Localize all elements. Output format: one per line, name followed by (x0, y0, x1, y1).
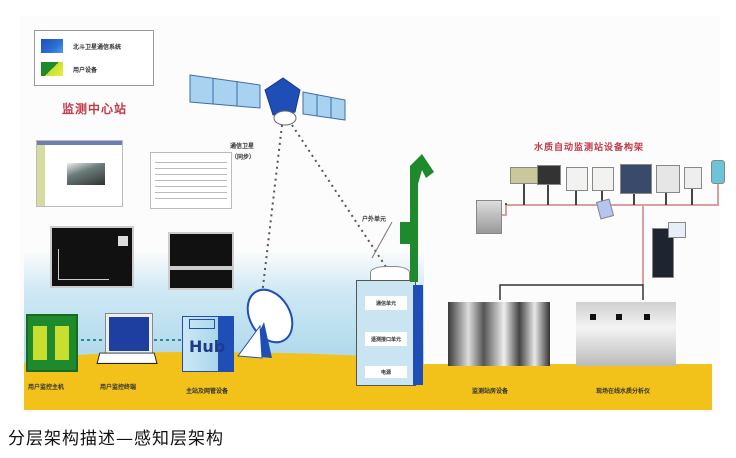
outdoor-unit-label: 户外单元 (362, 216, 387, 223)
satellite-dish-icon (237, 288, 294, 359)
slot-communication: 通信单元 (365, 296, 407, 310)
field-device-2 (537, 165, 561, 185)
uplink-remote (291, 124, 389, 271)
keyboard-icon (96, 352, 158, 364)
hub-label: Hub (189, 337, 226, 356)
screenshot-curve-chart (50, 226, 134, 288)
terminal-monitor-icon (106, 314, 152, 354)
field-device-4 (592, 167, 614, 191)
screenshot-monitor-chart (168, 232, 234, 268)
hub-caption: 主站及网管设备 (186, 388, 229, 395)
satellite-body (264, 77, 301, 116)
host-label: 用户监控主机 (28, 384, 65, 391)
field-device-sensor (711, 160, 725, 184)
satellite-label: 通信卫星 (230, 143, 255, 150)
legend-swatch-blue (41, 39, 63, 53)
center-station-title: 监测中心站 (62, 102, 128, 116)
hub-device-icon: Hub (182, 316, 234, 372)
legend-label: 北斗卫星通信系统 (73, 43, 122, 51)
photo-online-analyzer (576, 302, 676, 366)
screenshot-monitor-table (168, 268, 234, 290)
field-station-title: 水质自动监测站设备构架 (534, 143, 645, 153)
legend-item-user-device: 用户设备 (41, 62, 97, 76)
figure-caption: 分层架构描述—感知层架构 (8, 429, 224, 449)
station-link (499, 284, 644, 300)
field-device-rtu (652, 228, 674, 278)
field-device-7 (684, 167, 702, 189)
field-device-6 (656, 165, 680, 193)
photo-station-room (448, 302, 550, 366)
field-device-5 (620, 164, 652, 194)
screenshot-data-table (150, 152, 232, 209)
slot-power: 电源 (365, 366, 407, 378)
radio-tower-icon (400, 154, 434, 282)
photo-right-label: 现场在线水质分析仪 (596, 388, 651, 395)
slot-telemetry-interface: 遥测接口单元 (365, 332, 407, 346)
field-device-sampler (476, 200, 502, 234)
field-device-1 (510, 167, 538, 184)
antenna-leader (371, 221, 393, 259)
terminal-label: 用户监控终端 (100, 384, 137, 391)
satellite-dish (273, 110, 297, 126)
photo-left-label: 监测站房设备 (472, 388, 509, 395)
legend-item-satellite-system: 北斗卫星通信系统 (41, 39, 121, 53)
satellite-sublabel: （同步） (231, 154, 256, 161)
satellite-icon (189, 74, 346, 126)
field-device-3 (566, 167, 588, 191)
legend-swatch-green (41, 62, 63, 76)
legend: 北斗卫星通信系统 用户设备 (34, 30, 154, 86)
uplink-dish (261, 124, 283, 296)
host-cabinet-icon (26, 314, 78, 372)
field-device-rtu-display (668, 222, 686, 238)
screenshot-web-portal (36, 140, 123, 207)
legend-label: 用户设备 (73, 66, 98, 74)
